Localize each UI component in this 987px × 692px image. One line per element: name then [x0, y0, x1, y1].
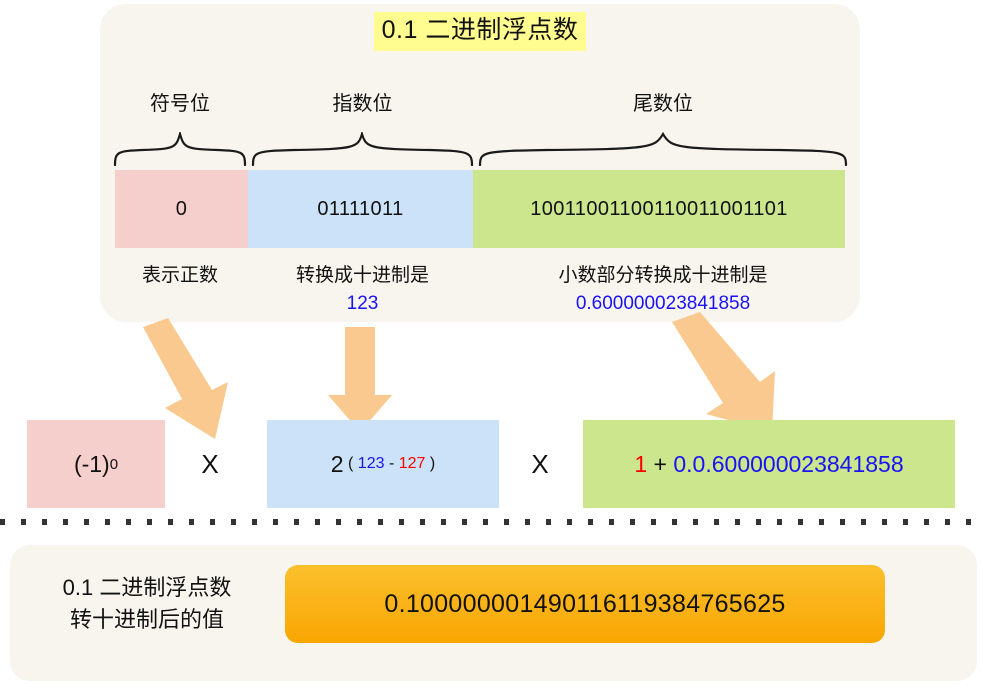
exponent-field-brace-icon [250, 132, 475, 166]
sign-description-text: 表示正数 [141, 265, 218, 286]
mantissa-field-brace-icon [477, 132, 849, 166]
mantissa-plus-symbol: + [653, 450, 667, 477]
formula-row: (-1)0 X 2 ( 123 - 127 ) X 1 + 0.0.600000… [0, 420, 987, 510]
sign-formula-box: (-1)0 [27, 420, 165, 508]
diagram-title: 0.1 二进制浮点数 [373, 12, 587, 52]
sign-field-caption: 符号位 [150, 93, 210, 115]
sign-field-description: 表示正数 [110, 262, 250, 290]
mantissa-field-description: 小数部分转换成十进制是 0.600000023841858 [477, 262, 849, 317]
exponent-formula-base: 2 [330, 450, 344, 477]
exponent-formula-bias: 127 [398, 455, 426, 472]
sign-formula-base: (-1) [73, 450, 110, 477]
exponent-formula-value: 123 [357, 455, 385, 472]
mantissa-decimal-value: 0.600000023841858 [575, 292, 751, 314]
bit-layout-row: 0 01111011 10011001100110011001101 [115, 170, 845, 248]
mantissa-bits-cell: 10011001100110011001101 [473, 170, 845, 248]
result-label: 0.1 二进制浮点数 转十进制后的值 [22, 572, 272, 636]
mantissa-leading-one: 1 [634, 450, 648, 477]
diagram-title-wrap: 0.1 二进制浮点数 [100, 12, 860, 52]
sign-field-brace-icon [112, 132, 248, 166]
exponent-field-description: 转换成十进制是 123 [250, 262, 475, 317]
exponent-field-caption: 指数位 [332, 93, 393, 115]
result-value-box: 0.100000001490116119384765625 [285, 565, 885, 643]
exponent-paren-close: ) [429, 455, 436, 472]
mantissa-formula-box: 1 + 0.0.600000023841858 [583, 420, 955, 508]
multiply-symbol-1: X [201, 448, 219, 479]
mantissa-arrow-icon [672, 312, 775, 432]
exponent-description-text: 转换成十进制是 [295, 265, 429, 286]
mantissa-fraction-value: 0.0.600000023841858 [673, 450, 904, 477]
exponent-paren-open: ( [348, 455, 354, 472]
exponent-formula-minus: - [388, 455, 395, 472]
sign-formula-exponent: 0 [109, 455, 119, 473]
mantissa-description-text: 小数部分转换成十进制是 [558, 265, 768, 286]
exponent-formula-box: 2 ( 123 - 127 ) [267, 420, 499, 508]
section-divider [0, 519, 987, 525]
exponent-decimal-value: 123 [346, 292, 379, 314]
sign-bits-cell: 0 [115, 170, 248, 248]
result-label-line2: 转十进制后的值 [69, 606, 224, 632]
mantissa-field-caption: 尾数位 [633, 93, 693, 115]
multiply-symbol-2: X [531, 448, 549, 479]
exponent-bits-cell: 01111011 [248, 170, 473, 248]
exponent-arrow-icon [328, 327, 392, 432]
result-label-line1: 0.1 二进制浮点数 [62, 575, 232, 600]
